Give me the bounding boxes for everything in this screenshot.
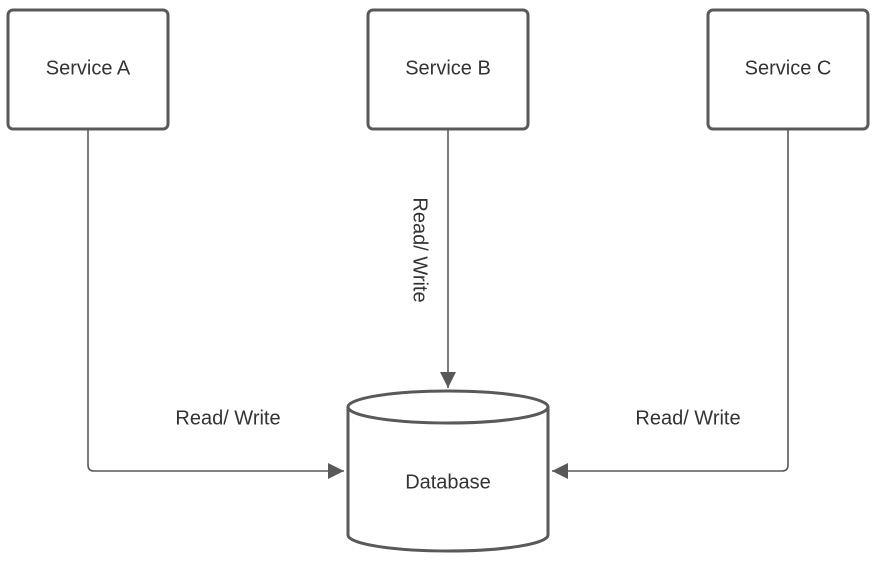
connector-label-b: Read/ Write	[409, 197, 431, 302]
connector-label-c: Read/ Write	[635, 407, 740, 429]
connector-a-to-database: Read/ Write	[87, 130, 344, 479]
service-box-a	[6, 8, 170, 131]
connector-b-to-database: Read/ Write	[409, 130, 456, 388]
database-node[interactable]: Database	[346, 389, 550, 553]
connector-line-a	[87, 130, 344, 479]
service-label-c: Service C	[745, 57, 832, 79]
service-box-b	[366, 8, 530, 131]
service-box-c	[706, 8, 870, 131]
service-label-b: Service B	[405, 57, 491, 79]
connector-c-to-database: Read/ Write	[552, 130, 789, 479]
database-cylinder-top	[346, 389, 550, 425]
database-label: Database	[405, 471, 491, 493]
database-cylinder-body	[346, 407, 550, 553]
connector-line-c	[552, 130, 789, 479]
service-node-c[interactable]: Service C	[706, 8, 870, 131]
service-node-b[interactable]: Service B	[366, 8, 530, 131]
service-label-a: Service A	[46, 57, 131, 79]
service-node-a[interactable]: Service A	[6, 8, 170, 131]
connector-label-a: Read/ Write	[175, 407, 280, 429]
